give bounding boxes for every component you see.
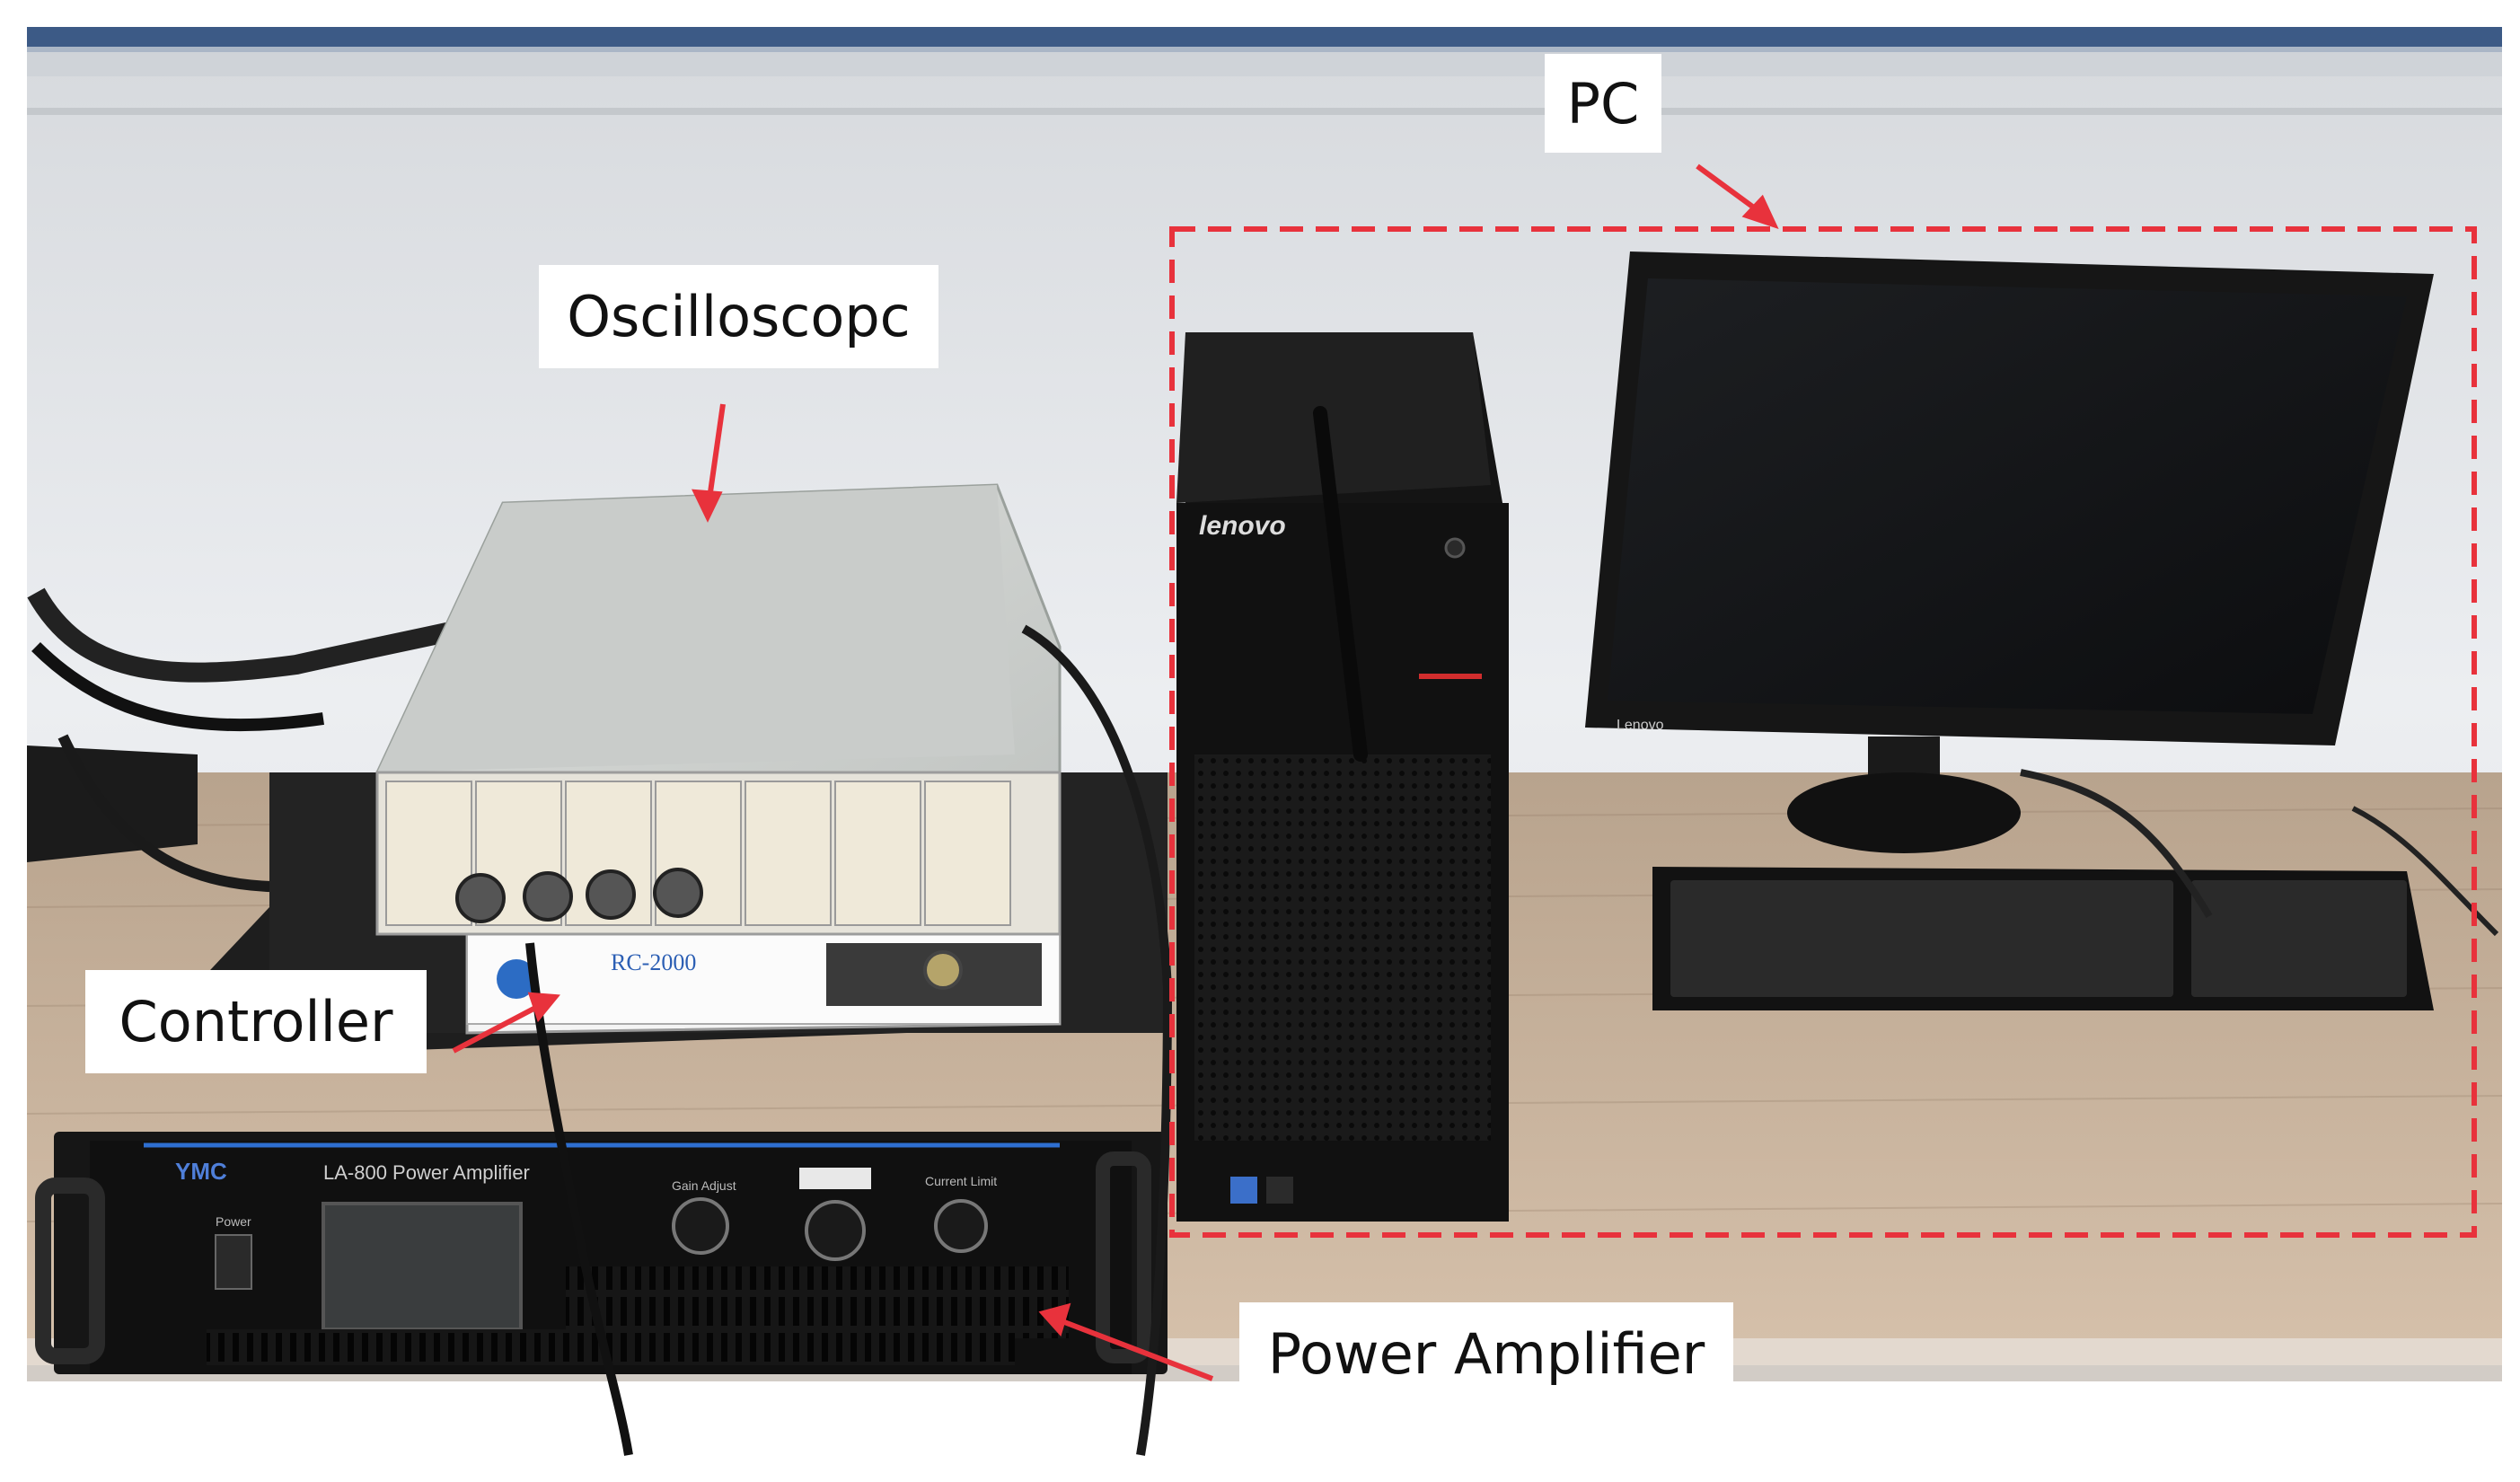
- pc-label: PC: [1545, 54, 1661, 153]
- controller-arrow: [452, 1003, 541, 1054]
- pc-monitor: Lenovo: [1585, 251, 2434, 853]
- oscilloscope-arrow: [707, 403, 726, 499]
- pc-tower: lenovo: [1176, 332, 1509, 1222]
- pc-highlight-box: [1169, 226, 2477, 1238]
- keyboard: [1652, 867, 2434, 1010]
- amp-current-text: Current Limit: [925, 1174, 997, 1188]
- oscilloscope-unit: [375, 483, 1062, 936]
- amp-power-text: Power: [216, 1214, 251, 1229]
- amp-gain-text: Gain Adjust: [672, 1178, 736, 1193]
- controller-unit: RC-2000: [465, 905, 1062, 1035]
- power-amplifier-label: Power Amplifier: [1239, 1302, 1733, 1406]
- amplifier-brand: YMC: [175, 1158, 227, 1185]
- power-amplifier-arrow: [1058, 1318, 1214, 1381]
- controller-model-text: RC-2000: [611, 949, 696, 975]
- amplifier-title: LA-800 Power Amplifier: [323, 1161, 530, 1184]
- controller-label: Controller: [85, 970, 427, 1073]
- oscilloscope-label: Oscilloscopc: [539, 265, 938, 368]
- monitor-brand: Lenovo: [1617, 718, 1664, 733]
- tower-brand: lenovo: [1199, 511, 1286, 541]
